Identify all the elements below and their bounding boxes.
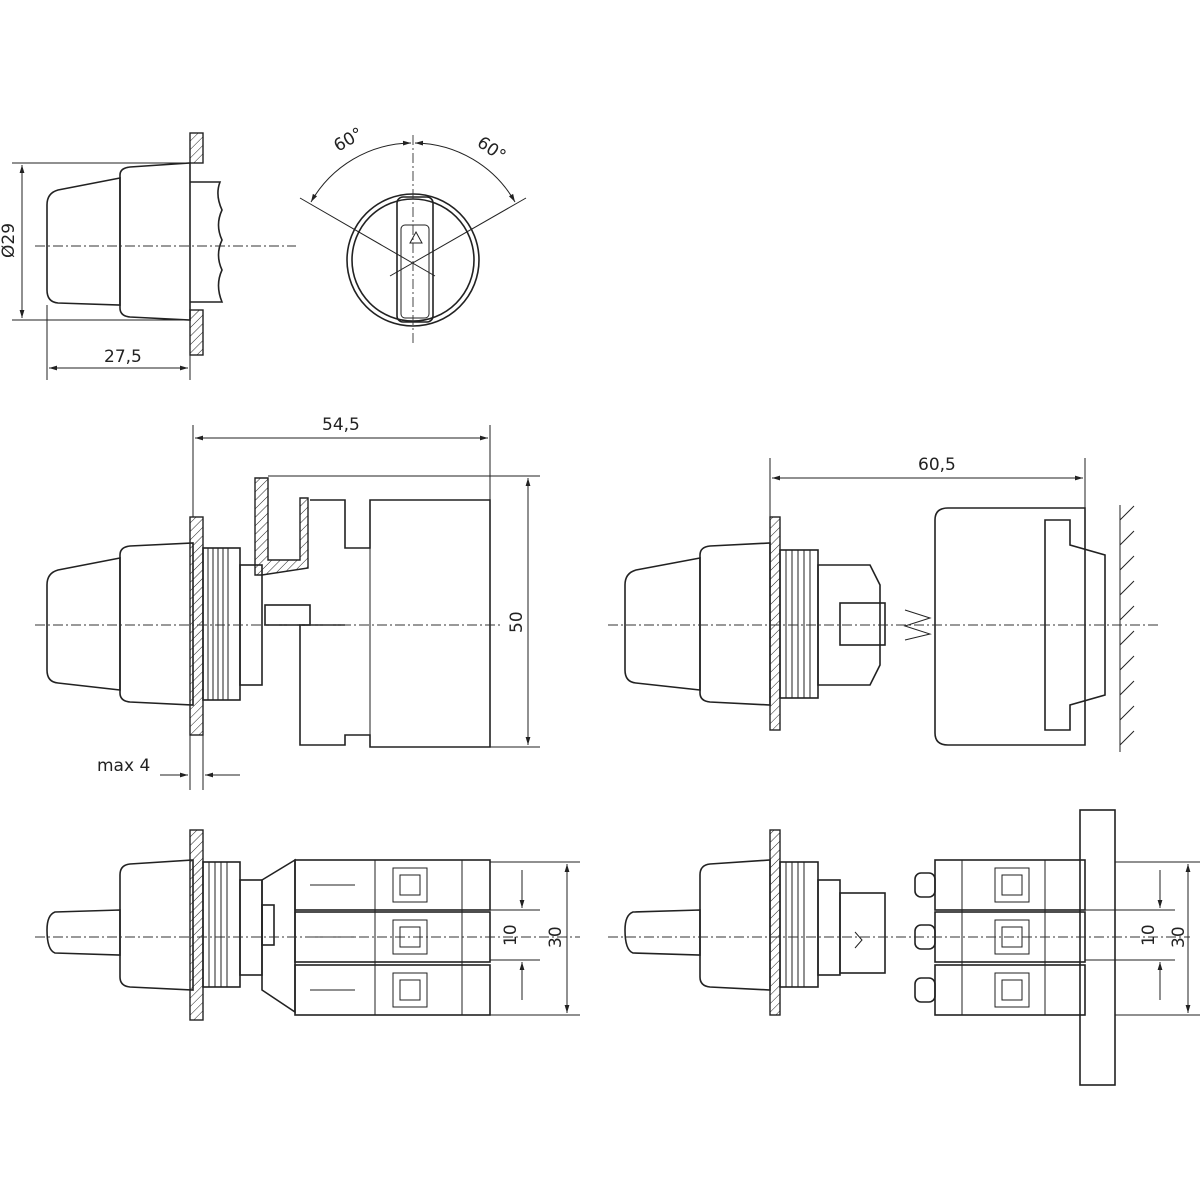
angle-left-label: 60° <box>331 124 367 156</box>
bottom-right-view: 10 30 <box>608 809 1200 1086</box>
pitch-label-right: 10 <box>1139 924 1159 946</box>
height-label: 50 <box>507 611 527 633</box>
width-label: 30 <box>546 926 566 948</box>
diameter-label: Ø29 <box>0 223 19 258</box>
mid-right-view: 60,5 <box>608 455 1160 752</box>
panel-thickness-label: max 4 <box>97 756 150 776</box>
width-label-right: 30 <box>1169 926 1189 948</box>
contact-blocks-right <box>914 859 1086 1016</box>
front-view: 60° 60° <box>299 124 527 345</box>
depth-label: 27,5 <box>104 347 142 367</box>
length-label-right: 60,5 <box>918 455 956 475</box>
bottom-left-view: 10 30 <box>35 829 580 1021</box>
top-side-view: Ø29 27,5 <box>0 132 296 380</box>
length-label: 54,5 <box>322 415 360 435</box>
angle-right-label: 60° <box>473 133 509 167</box>
pitch-label: 10 <box>501 924 521 946</box>
contact-blocks-left <box>294 859 491 1016</box>
mid-left-view: 54,5 50 max 4 <box>35 415 540 790</box>
